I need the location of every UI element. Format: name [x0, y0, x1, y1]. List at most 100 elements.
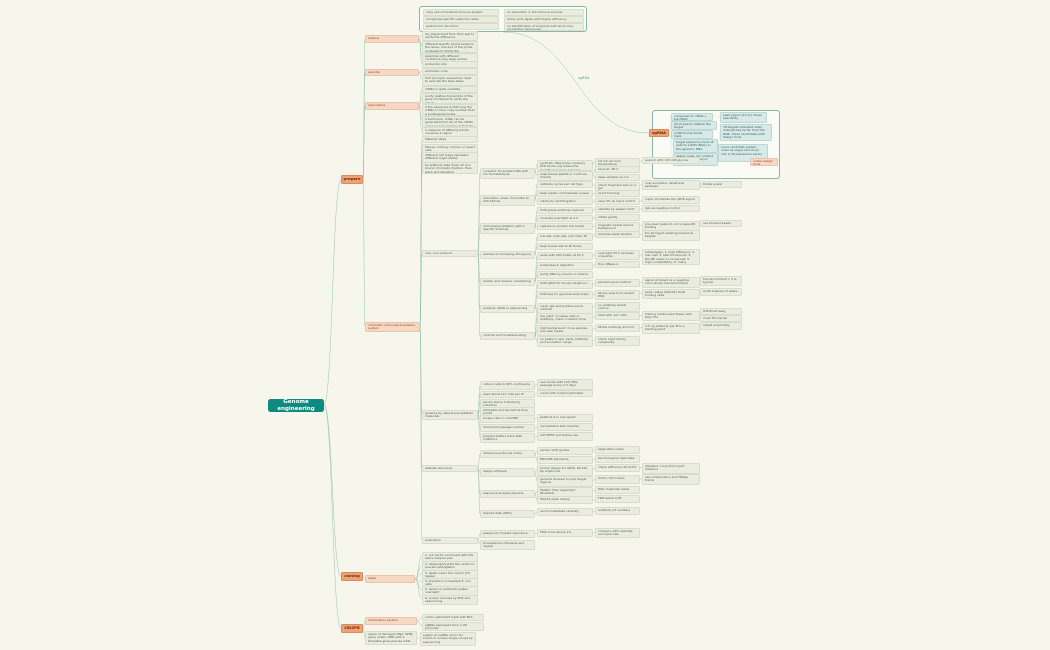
mindmap-node-q7c1[interactable]: titrate antibody amount [595, 324, 640, 332]
mindmap-node-g2[interactable]: 20-nt spacer defines the target [671, 121, 717, 130]
mindmap-node-e2[interactable]: different specific bands tested in the l… [422, 41, 478, 53]
mindmap-node-w1b[interactable]: ENCODE standards [537, 456, 593, 464]
mindmap-node-q2c1x[interactable]: input normalizes the qPCR signal [642, 196, 700, 204]
mindmap-node-q2a1x[interactable]: over-sonication denatures epitopes [642, 180, 700, 190]
mindmap-node-q2c[interactable]: clarify by centrifugation [537, 198, 593, 206]
mindmap-node-q1[interactable]: crosslink: fix protein-DNA with 1% forma… [480, 168, 535, 179]
mindmap-node-q6[interactable]: analysis: qPCR or sequencing [480, 305, 535, 313]
mindmap-node-q3a1[interactable]: validate by western blot [595, 206, 640, 214]
mindmap-node-q3b[interactable]: incubate overnight at 4 C [537, 215, 593, 223]
mindmap-node-t3[interactable]: palindromic structure [423, 23, 499, 31]
mindmap-node-cr1[interactable]: codon-optimized Cas9 with NLS [422, 614, 484, 622]
mindmap-node-w2a1[interactable]: check efficiency 90-110% [595, 464, 640, 472]
mindmap-node-P[interactable]: prepare [341, 175, 363, 184]
mindmap-node-q2x1[interactable]: titrate power [700, 181, 742, 189]
mindmap-node-t6[interactable]: no identification of enzymes with short-… [504, 23, 584, 31]
mindmap-node-w1b1[interactable]: two biological replicates [595, 455, 640, 463]
mindmap-node-n1a1[interactable]: use media with 10% FBS; passage every 2-… [537, 379, 593, 390]
mindmap-node-g7[interactable]: off-targets tolerated when mismatches li… [720, 124, 772, 141]
mindmap-node-v2[interactable]: troubleshoot otherwise and repeat [480, 540, 535, 550]
mindmap-node-w4a[interactable]: record metadata carefully [537, 508, 593, 516]
mindmap-node-w1a1[interactable]: application notes [595, 446, 640, 454]
mindmap-node-g3[interactable]: scaffold loop binds Cas9 [671, 130, 713, 139]
mindmap-node-root[interactable]: Genome engineering [268, 399, 324, 412]
mindmap-node-n1b1[interactable]: count with a hemocytometer [537, 390, 593, 398]
mindmap-node-n1[interactable]: growing by natural precipitation materia… [422, 410, 478, 420]
mindmap-node-q7b1x[interactable]: histone marks need fewer cells than TFs [642, 311, 700, 321]
mindmap-node-w1a[interactable]: vendor ChIP guides [537, 447, 593, 455]
mindmap-node-m4[interactable]: by antibody take down all of a bound chr… [422, 162, 478, 174]
mindmap-node-cr3[interactable]: repair of damaged DNA: NHEJ gives indels… [365, 631, 417, 646]
mindmap-node-b2[interactable]: execute [365, 69, 419, 77]
mindmap-node-q5c[interactable]: purify DNA by column or phenol [537, 271, 593, 279]
mindmap-node-b1[interactable]: explore [365, 35, 419, 43]
mindmap-node-n1g1[interactable]: add PMSF just before use [537, 432, 593, 441]
mindmap-node-g8[interactable]: score candidate guides, order as oligos … [718, 144, 768, 162]
mindmap-node-v1a1[interactable]: compare with replicate and input site [595, 528, 640, 538]
mindmap-node-q6a1x[interactable]: signal at target vs a negative locus sho… [642, 277, 700, 288]
mindmap-node-n3[interactable]: evaluation [422, 537, 478, 545]
mindmap-node-g1[interactable]: composed of crRNA + tracrRNA [671, 113, 713, 121]
mindmap-node-q5a1x[interactable]: advantages: 1. high efficiency; 2. low c… [642, 249, 700, 265]
mindmap-node-q2a[interactable]: optimize cycles per cell type [537, 181, 593, 189]
mindmap-node-g4[interactable]: target sequence must sit next to a PAM (… [673, 139, 718, 153]
mindmap-node-q7c1x[interactable]: 2-5 ug antibody per IP is a starting poi… [642, 323, 700, 334]
mindmap-node-q7x1b[interactable]: most TFs harder [700, 315, 742, 323]
mindmap-node-g6[interactable]: seed region (12 nt) drives specificity [720, 112, 767, 123]
mindmap-node-q7b1[interactable]: start with 1e7 cells [595, 312, 640, 320]
mindmap-node-sp4[interactable]: a technique: cDNA can be generated from … [422, 116, 478, 127]
mindmap-node-w3a1[interactable]: filter duplicate reads [595, 486, 640, 494]
mindmap-node-r1[interactable]: role: core protocol [422, 250, 478, 258]
mindmap-node-q5a[interactable]: elute with SDS buffer at 65 C [537, 252, 593, 260]
mindmap-node-n1f1[interactable]: mycoplasma test monthly [537, 423, 593, 431]
mindmap-node-q4a[interactable]: low salt, high salt, LiCl, then TE [537, 233, 593, 241]
mindmap-node-n1f[interactable]: document passage number [480, 424, 535, 432]
mindmap-node-n1b[interactable]: seed about 1e7 cells per IP [480, 391, 535, 399]
mindmap-node-t4[interactable]: an exposition in the immune process [504, 9, 584, 17]
mindmap-node-sp3[interactable]: if the sequence is that long the mRNA is… [422, 104, 478, 116]
mindmap-node-w2b[interactable]: genome browser to pick target regions [537, 476, 593, 487]
mindmap-node-q6a[interactable]: ChIP-qPCR for known target loci [537, 280, 593, 289]
mindmap-node-q2[interactable]: sonication: shear chromatin to 200-500 b… [480, 195, 535, 206]
mindmap-node-q6a1[interactable]: percent-input method [595, 279, 640, 287]
mindmap-node-q5b1[interactable]: then RNase A [595, 261, 640, 269]
mindmap-node-b4[interactable]: chromatin immunoprecipitation system [365, 322, 420, 332]
mindmap-node-q3x1[interactable]: use blocked beads [700, 220, 742, 228]
mindmap-node-q7a1[interactable]: no-antibody beads control [595, 302, 640, 312]
mindmap-node-q4[interactable]: washes of increasing stringency [480, 251, 535, 259]
mindmap-node-w2a1x[interactable]: standard curve from input dilutions [642, 463, 700, 474]
mindmap-node-q5b[interactable]: proteinase K digestion [537, 262, 593, 270]
mindmap-node-q3a[interactable]: ChIP-grade antibody required [537, 207, 593, 215]
mindmap-node-t2[interactable]: recognizes specific restriction sites [423, 16, 499, 24]
mindmap-node-b3[interactable]: speculative [365, 102, 419, 110]
mindmap-node-q1b[interactable]: snap-freeze pellets or continue directly [537, 171, 593, 181]
mindmap-node-q2c1[interactable]: save 5% as input control [595, 198, 640, 206]
mindmap-node-q4b[interactable]: keep beads wet at all times [537, 243, 593, 251]
mindmap-node-q1a1x[interactable]: quench with 125 mM glycine [642, 157, 700, 165]
mindmap-node-q7d[interactable]: no peaks in seq: verify antibody and son… [537, 336, 593, 347]
mindmap-node-cr3a[interactable]: supply an ssDNA donor for knock-in; scre… [420, 632, 476, 646]
mindmap-node-w3[interactable]: sequence analysis pipeline [480, 490, 535, 498]
mindmap-node-q3a1x[interactable]: IgG as negative control [642, 205, 700, 213]
mindmap-node-t1[interactable]: copy site of bacterial immune system [423, 9, 499, 17]
mindmap-node-g9[interactable]: online design tools [750, 158, 778, 166]
mindmap-node-sp2[interactable]: purify relative transcripts of the gene … [422, 93, 478, 104]
mindmap-node-e1[interactable]: dry experiment first, then wet to verify… [422, 31, 478, 41]
mindmap-node-q5[interactable]: elution and reverse crosslinking [480, 278, 535, 286]
mindmap-node-n1g[interactable]: prepare buffers fresh with inhibitors [480, 433, 535, 443]
mindmap-node-q6b[interactable]: ChIP-seq for genome-wide maps [537, 291, 593, 299]
mindmap-node-q7d1[interactable]: check input library complexity [595, 336, 640, 346]
mindmap-node-t5[interactable]: sticky ends ligate with higher efficienc… [504, 16, 584, 24]
mindmap-node-w1[interactable]: reference protocols online [480, 450, 535, 458]
mindmap-node-q2b[interactable]: keep lysate cold between pulses [537, 190, 593, 198]
mindmap-node-CR[interactable]: CRISPR [341, 624, 363, 633]
mindmap-node-q4a1[interactable]: removes weak binders [595, 231, 640, 239]
mindmap-node-sp1[interactable]: mRNA is quite unstable [422, 86, 478, 94]
mindmap-node-w2b1x[interactable]: use conservation and DNase tracks [642, 474, 700, 485]
mindmap-node-q2b1[interactable]: avoid foaming [595, 190, 640, 198]
mindmap-node-crb[interactable]: mammalian system [365, 617, 417, 625]
mindmap-node-q6x1[interactable]: fold enrichment > 5 is typical [700, 276, 742, 286]
mindmap-node-w2a[interactable]: primer design for qPCR, 80-150 bp amplic… [537, 465, 593, 476]
mindmap-node-cl6[interactable]: 6. screen colonies by PCR and sequencing [422, 595, 478, 605]
